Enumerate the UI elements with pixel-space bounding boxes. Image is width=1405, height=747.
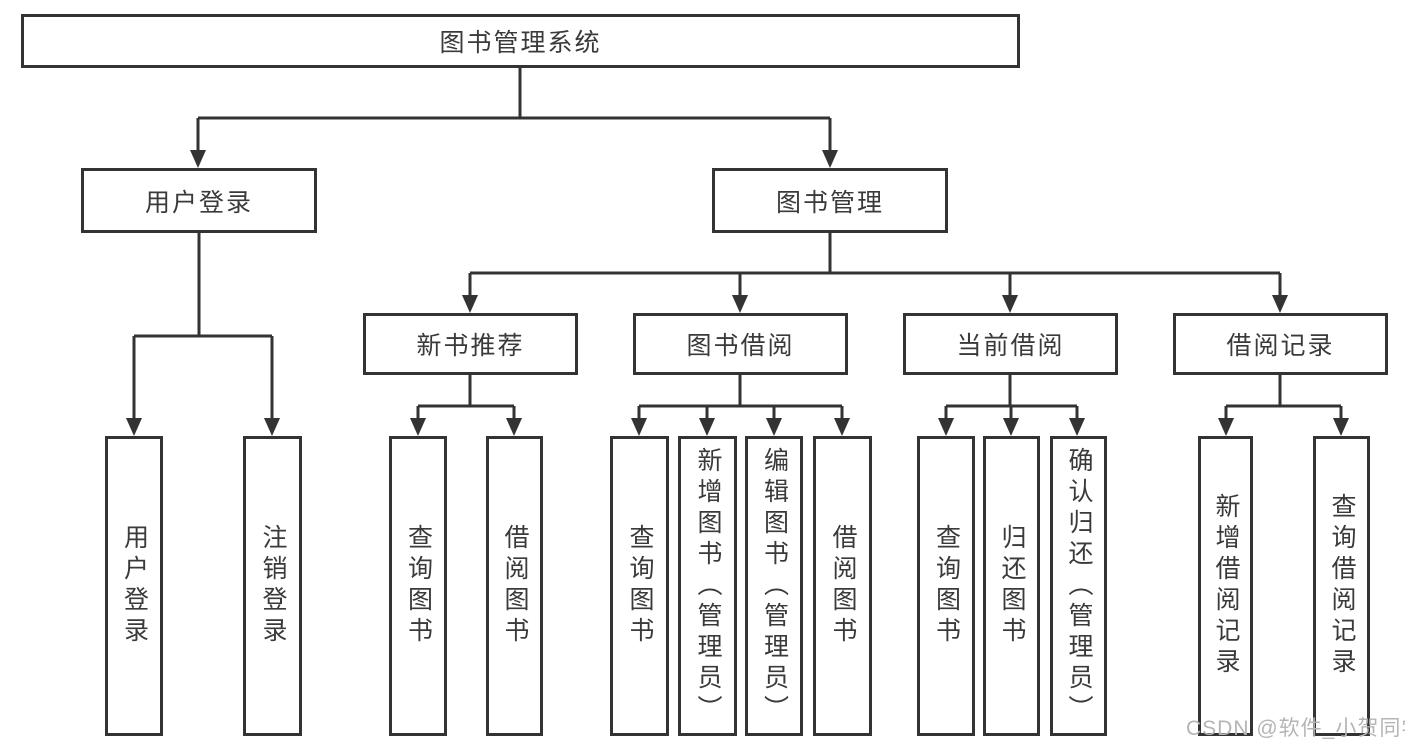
leaf-label: 查询图书	[404, 524, 433, 648]
node-borrowing-records: 借阅记录	[1173, 313, 1388, 375]
leaf-label: 新增借阅记录	[1212, 493, 1240, 679]
leaf-edit-books-admin: 编辑图书（管理员）	[745, 436, 803, 736]
connector-current-borrowing-to-leaves	[944, 375, 1079, 419]
leaf-label: 查询图书	[626, 524, 654, 648]
connector-new-book-to-leaves	[416, 375, 516, 419]
node-label: 当前借阅	[956, 332, 1065, 360]
node-label: 图书借阅	[686, 332, 795, 360]
leaf-query-books-current: 查询图书	[917, 436, 975, 736]
node-new-book-recommendation: 新书推荐	[363, 313, 578, 375]
leaf-label: 归还图书	[998, 524, 1026, 648]
leaf-add-borrow-record: 新增借阅记录	[1198, 436, 1253, 736]
node-book-borrowing: 图书借阅	[633, 313, 848, 375]
leaf-borrow-books-borrowing: 借阅图书	[813, 436, 872, 736]
leaf-label: 借阅图书	[501, 524, 529, 648]
leaf-label: 确认归还（管理员）	[1065, 446, 1093, 726]
leaf-logout: 注销登录	[243, 436, 302, 736]
node-current-borrowing: 当前借阅	[903, 313, 1118, 375]
leaf-query-borrow-record: 查询借阅记录	[1313, 436, 1370, 736]
leaf-label: 新增图书（管理员）	[694, 446, 722, 726]
node-library-management-system: 图书管理系统	[21, 14, 1020, 68]
node-label: 图书管理	[775, 188, 884, 217]
node-label: 新书推荐	[416, 332, 525, 360]
leaf-confirm-return-admin: 确认归还（管理员）	[1050, 436, 1107, 736]
connector-book-management-to-level3	[468, 233, 1282, 296]
leaf-add-books-admin: 新增图书（管理员）	[678, 436, 737, 736]
leaf-query-books-recommend: 查询图书	[389, 436, 447, 736]
leaf-label: 查询图书	[932, 524, 961, 648]
connector-root-to-level2	[196, 68, 832, 151]
connector-user-login-to-leaves	[132, 233, 274, 419]
connector-borrow-records-to-leaves	[1224, 375, 1343, 419]
leaf-return-books: 归还图书	[983, 436, 1040, 736]
node-label: 用户登录	[144, 188, 253, 217]
csdn-watermark: CSDN @软件_小贺同学	[1186, 717, 1405, 740]
connector-book-borrowing-to-leaves	[637, 375, 844, 419]
leaf-query-books-borrowing: 查询图书	[610, 436, 669, 736]
node-user-login: 用户登录	[81, 168, 317, 233]
leaf-label: 编辑图书（管理员）	[760, 446, 789, 726]
node-label: 图书管理系统	[439, 29, 602, 57]
leaf-label: 借阅图书	[829, 524, 857, 648]
leaf-user-login: 用户登录	[105, 436, 163, 736]
leaf-label: 注销登录	[259, 524, 287, 648]
node-book-management: 图书管理	[712, 168, 948, 233]
leaf-label: 用户登录	[120, 524, 149, 648]
leaf-label: 查询借阅记录	[1328, 493, 1356, 679]
leaf-borrow-books-recommend: 借阅图书	[486, 436, 543, 736]
node-label: 借阅记录	[1226, 332, 1335, 360]
